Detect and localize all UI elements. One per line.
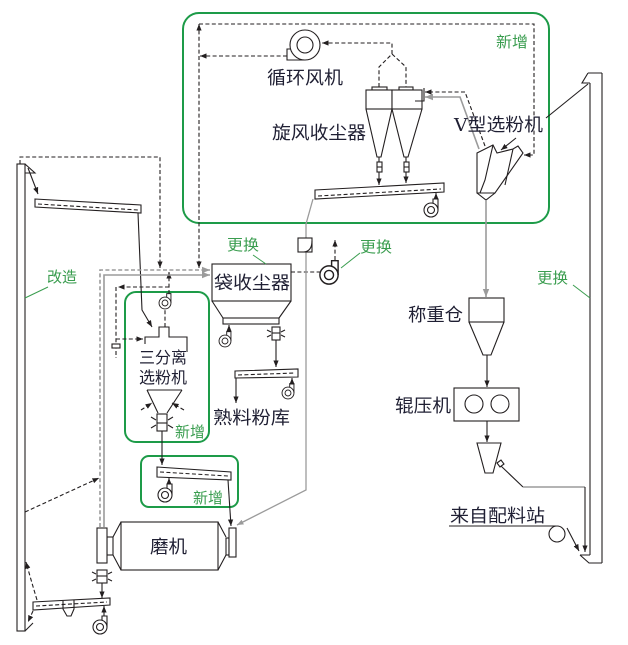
cyclone-to-fan-arrow xyxy=(322,40,393,54)
clinker-air-slide-fan-icon xyxy=(281,383,295,400)
feed-chute-to-separator xyxy=(137,212,153,328)
new-three-stage-separator-box xyxy=(124,291,210,443)
mill-discharge-air-slide xyxy=(32,597,111,617)
v-separator-label: V型选粉机 xyxy=(453,115,543,136)
elevator-to-v-separator-chute xyxy=(545,83,589,119)
elevator-boot xyxy=(24,622,34,632)
roller-press-discharge-hopper xyxy=(476,442,505,474)
annotation-leader-left-elevator xyxy=(24,286,49,299)
elevator-vent-dashed-line xyxy=(19,156,163,268)
mill-inlet-housing xyxy=(228,527,237,558)
cyclone-fines-air-slide xyxy=(314,182,445,200)
weighing-bin-label: 称重仓 xyxy=(408,305,463,326)
mill-air-slide-fan-icon xyxy=(92,615,108,635)
v-separator xyxy=(476,144,524,201)
air-slide-to-elevator-boot-arrow xyxy=(27,610,34,623)
cyclone-collector-2 xyxy=(391,86,425,173)
mill-outlet-housing xyxy=(96,527,108,564)
mill-outlet-rotary-valve xyxy=(91,569,113,584)
annotation-new-three-stage-separator: 新增 xyxy=(175,423,205,441)
air-inlet-arrow-left xyxy=(140,402,153,411)
v-separator-to-cyclone-gas-line xyxy=(425,93,480,150)
annotation-modified-left-elevator: 改造 xyxy=(47,268,77,286)
circulation-dashed-header xyxy=(199,23,535,158)
v-separator-to-cyclone-dashed-line xyxy=(425,89,486,147)
clinker-powder-silo-label: 熟料粉库 xyxy=(213,408,290,429)
three-stage-separator-label-line1: 三分离 xyxy=(139,348,187,367)
cyclone-outlet-dashed-lines xyxy=(378,53,407,87)
air-slide-vent-to-elevator-arrow xyxy=(25,561,38,601)
new-circulation-loop-box xyxy=(182,12,550,224)
cyclone-air-slide-fan-icon xyxy=(423,198,439,218)
cyclone-collector-label: 旋风收尘器 xyxy=(272,123,366,144)
annotation-leader-exhaust-fan xyxy=(340,252,361,269)
new-air-slide-box xyxy=(140,455,239,508)
annotation-leader-right-elevator xyxy=(572,284,591,299)
batching-feed-arrow xyxy=(566,527,580,552)
bag-filter: 袋收尘器 xyxy=(211,263,292,325)
bag-filter-label: 袋收尘器 xyxy=(214,273,290,294)
annotation-new-air-slide: 新增 xyxy=(193,489,223,507)
left-bucket-elevator xyxy=(16,163,37,632)
elevator-head xyxy=(24,163,37,174)
roller-icon xyxy=(490,394,510,414)
annotation-replaced-right-elevator: 更换 xyxy=(537,269,568,287)
fines-to-mill-line xyxy=(236,198,314,526)
ball-mill: 磨机 xyxy=(96,521,237,571)
three-stage-separator-label-line2: 选粉机 xyxy=(139,368,187,387)
belt-head-pulley-icon xyxy=(548,525,566,543)
circulating-fan-icon xyxy=(286,29,321,61)
roller-press xyxy=(453,387,520,422)
clinker-powder-air-slide xyxy=(234,368,299,379)
hopper-to-elevator-chute xyxy=(500,465,524,488)
bag-filter-fan-icon xyxy=(218,331,232,348)
bag-filter-rotary-valve xyxy=(266,326,286,341)
cyclone-collector-1 xyxy=(365,86,393,173)
air-slide-drop-hopper xyxy=(62,600,75,617)
annotation-replaced-exhaust-fan: 更换 xyxy=(360,238,392,256)
new-air-slide-fan-icon xyxy=(157,483,173,503)
three-stage-separator: 三分离 选粉机 xyxy=(139,326,188,432)
annotation-replaced-bag-filter: 更换 xyxy=(227,236,259,254)
elevator-vent-to-gas-line-arrow xyxy=(24,477,100,513)
air-inlet-arrow-right xyxy=(171,402,185,411)
elevator-discharge-air-slide xyxy=(34,198,142,214)
right-bucket-elevator xyxy=(579,72,603,564)
mill-vent-gas-dashed-line xyxy=(99,266,210,527)
v-separator-label-pointer xyxy=(500,137,517,151)
separator-rotary-valve xyxy=(150,413,174,432)
separator-fan-icon xyxy=(158,293,172,310)
weighing-bin xyxy=(468,297,505,356)
flap-valve-icon xyxy=(297,237,313,253)
roller-icon xyxy=(464,394,484,414)
elevator-discharge-arrow xyxy=(27,167,39,195)
new-air-slide xyxy=(156,466,232,481)
ball-mill-label: 磨机 xyxy=(150,537,187,558)
circulating-fan-label: 循环风机 xyxy=(267,68,343,89)
exhaust-fan-icon xyxy=(319,259,339,285)
roller-press-label: 辊压机 xyxy=(395,396,451,417)
annotation-leader-bag-filter xyxy=(252,254,267,265)
annotation-new-circulation-loop: 新增 xyxy=(496,33,528,51)
air-damper-icon xyxy=(111,343,121,349)
mill-vent-gas-line xyxy=(103,271,210,527)
from-batching-station-label: 来自配料站 xyxy=(450,506,545,527)
air-slide-to-mill-chute xyxy=(227,479,234,527)
